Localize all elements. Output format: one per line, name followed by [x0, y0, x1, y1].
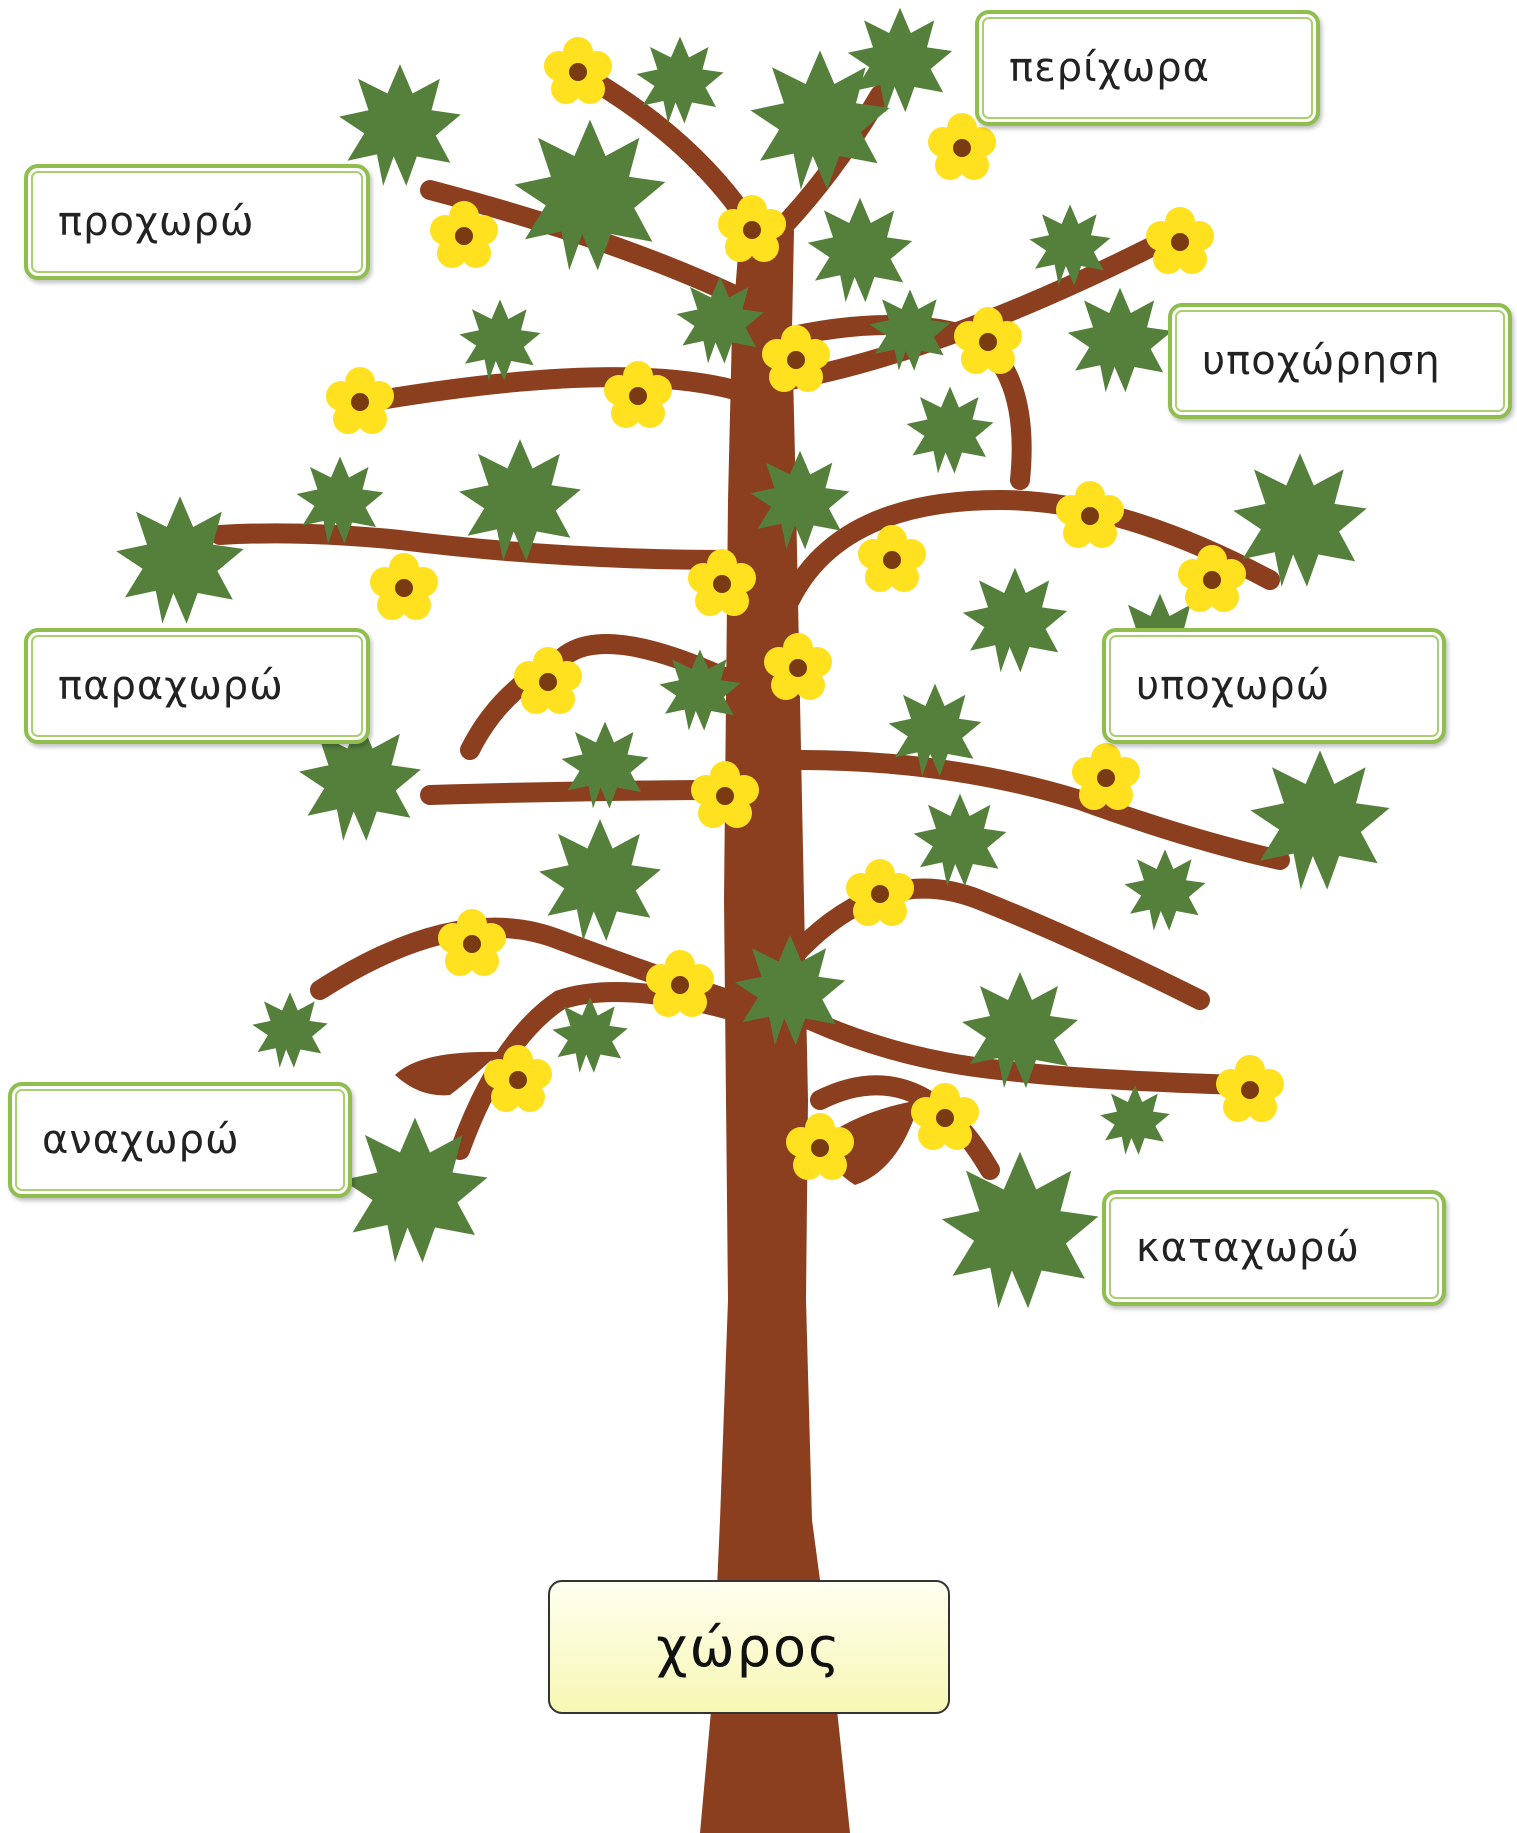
word-label: παραχωρώ	[58, 663, 284, 709]
root-word-label: χώρος	[656, 1615, 842, 1679]
leaf	[252, 992, 328, 1068]
branch	[800, 1010, 1250, 1095]
leaf	[962, 567, 1068, 673]
leaf	[459, 299, 541, 381]
word-box-anachoro: αναχωρώ	[8, 1082, 352, 1198]
leaf	[1067, 287, 1173, 393]
branch	[790, 750, 1290, 870]
branch	[420, 780, 742, 805]
word-label: υποχωρώ	[1136, 663, 1331, 709]
word-label: προχωρώ	[58, 199, 255, 245]
leaf	[539, 819, 661, 941]
branch	[810, 1075, 1000, 1180]
leaf	[807, 197, 913, 303]
word-label: καταχωρώ	[1136, 1225, 1360, 1271]
leaf	[941, 1151, 1099, 1309]
leaf	[1250, 750, 1390, 890]
word-box-prochoro: προχωρώ	[24, 164, 370, 280]
word-box-parachoro: παραχωρώ	[24, 628, 370, 744]
branch	[780, 878, 1210, 1010]
leaf	[1124, 849, 1206, 931]
leaf	[1100, 1085, 1170, 1155]
leaf	[847, 7, 953, 113]
word-box-ypochorisi: υποχώρηση	[1168, 303, 1512, 419]
flowers	[326, 37, 1284, 1180]
leaf	[116, 496, 244, 624]
word-box-perichora: περίχωρα	[975, 10, 1320, 126]
branch	[370, 367, 745, 410]
flower-centers	[351, 63, 1259, 1157]
branch-leaf-shape	[395, 1051, 500, 1096]
word-box-ypochoro: υποχωρώ	[1102, 628, 1446, 744]
branch	[210, 523, 740, 570]
leaf	[913, 793, 1007, 887]
word-label: περίχωρα	[1009, 45, 1210, 91]
leaf	[906, 386, 994, 474]
word-label: αναχωρώ	[42, 1117, 240, 1163]
branch	[780, 489, 1280, 610]
root-word-box: χώρος	[548, 1580, 950, 1714]
word-box-katachoro: καταχωρώ	[1102, 1190, 1446, 1306]
word-label: υποχώρηση	[1202, 338, 1441, 384]
